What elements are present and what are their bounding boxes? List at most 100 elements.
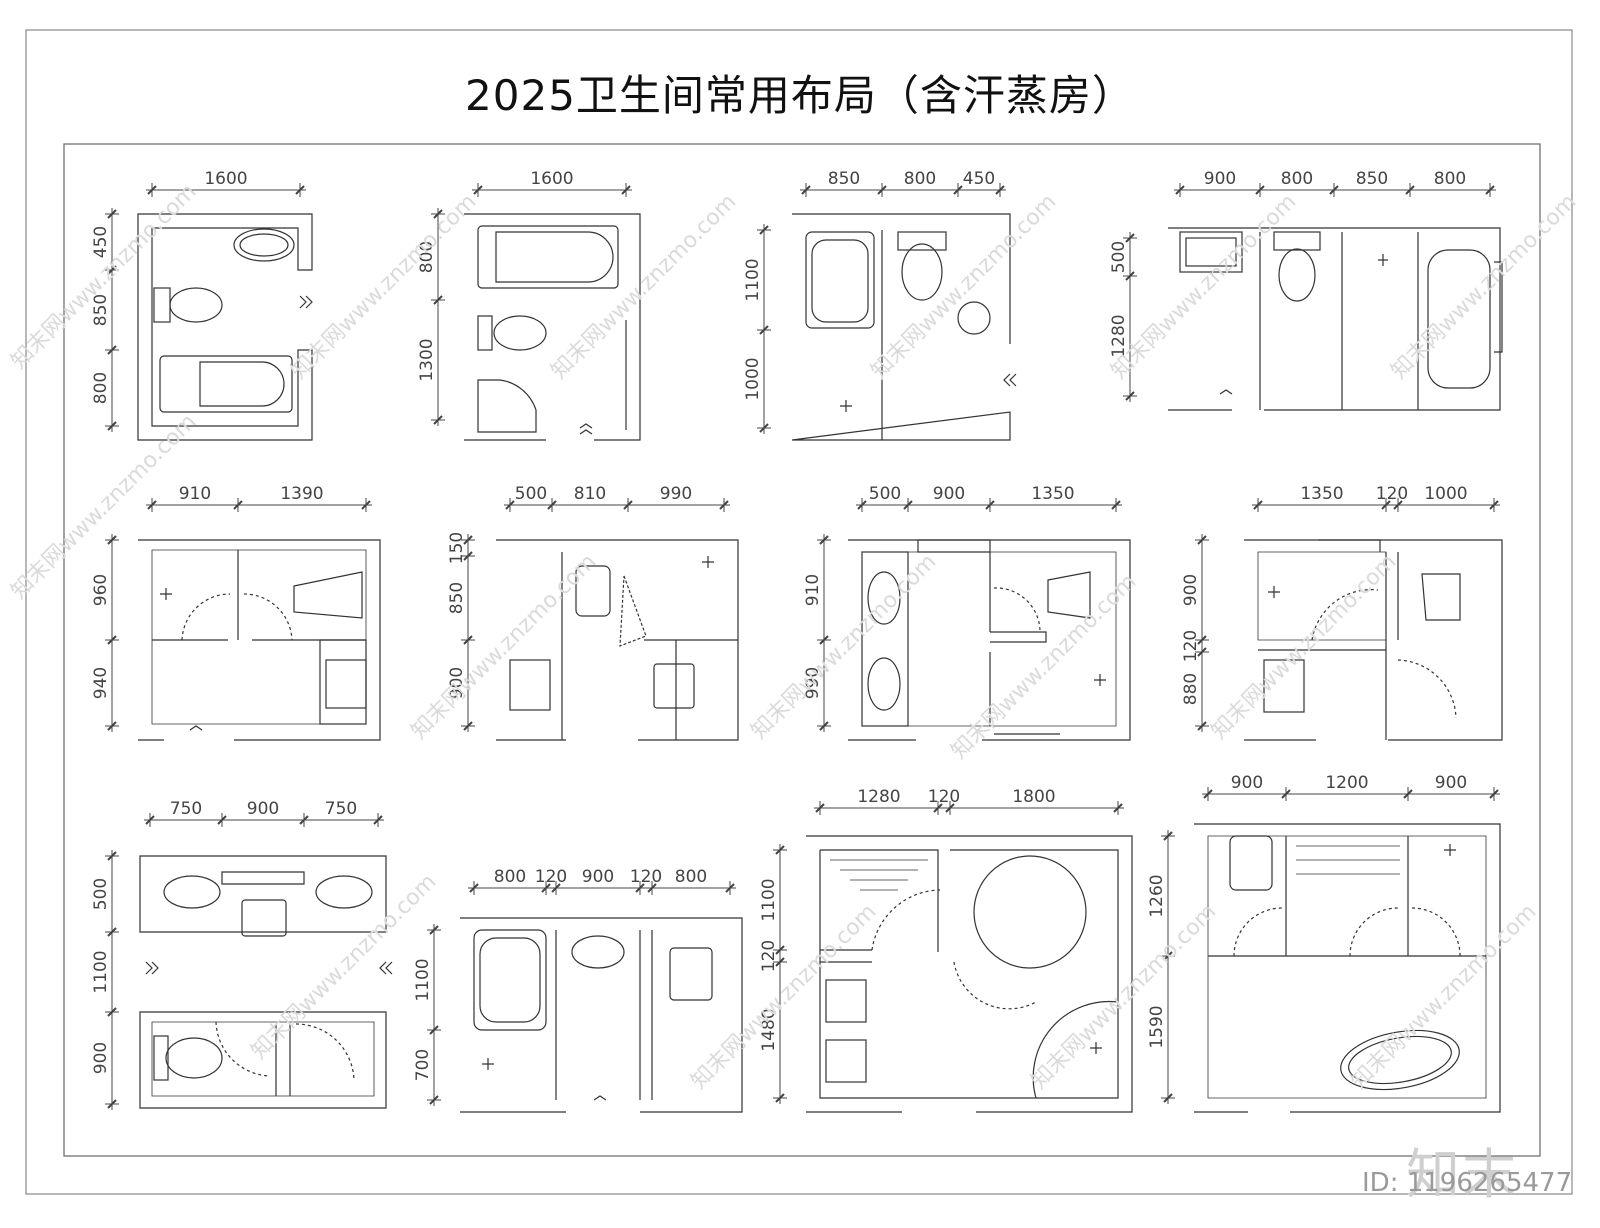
watermark-text: 知末网www.znzmo.com: [7, 179, 202, 374]
dimension-tick: [1163, 1093, 1173, 1103]
dimension-tick: [819, 535, 829, 545]
shower-head-icon: [840, 400, 852, 412]
watermark-text: 知末网www.znzmo.com: [547, 189, 742, 384]
dimension-tick: [233, 500, 243, 510]
dimension-tick: [429, 1025, 439, 1035]
dimension-tick: [1113, 803, 1123, 813]
washbasin-icon: [1179, 231, 1243, 273]
dimension-tick: [985, 500, 995, 510]
brand-logo: 知末: [1406, 1143, 1518, 1206]
plan-9-layout: [139, 855, 393, 1109]
shower-head-icon: [1094, 674, 1106, 686]
dimension-tick: [647, 883, 657, 893]
toilet-icon: [1273, 231, 1321, 251]
dimension-tick: [1489, 789, 1499, 799]
plan-12-layout: [1194, 823, 1501, 1113]
dimension-tick: [1111, 500, 1121, 510]
dimension-tick: [107, 851, 117, 861]
dimension-tick: [469, 883, 479, 893]
dimension-tick: [1197, 647, 1207, 657]
dimension-label: 800: [904, 169, 936, 189]
washbasin-icon: [825, 1039, 867, 1083]
washbasin-icon: [1263, 659, 1305, 713]
dimension-tick: [1203, 789, 1213, 799]
dimension-label: 120: [630, 867, 662, 887]
washbasin-icon: [509, 659, 551, 711]
dimension-label: 940: [91, 667, 111, 699]
dimension-label: 850: [447, 582, 467, 614]
dimension-tick: [877, 185, 887, 195]
dimension-label: 120: [535, 867, 567, 887]
dimension-label: 850: [1356, 169, 1388, 189]
dimension-tick: [361, 500, 371, 510]
dimension-tick: [107, 265, 117, 275]
dimension-tick: [801, 185, 811, 195]
bathtub-icon: [159, 355, 293, 413]
dimension-tick: [295, 185, 305, 195]
dimension-label: 1100: [759, 878, 779, 921]
dimension-label: 900: [1181, 574, 1201, 606]
dimension-label: 1000: [743, 357, 763, 400]
dimension-label: 1390: [280, 484, 323, 504]
dimension-tick: [551, 883, 561, 893]
shower-head-icon: [702, 556, 714, 568]
dimension-label: 1000: [1424, 484, 1467, 504]
dimension-tick: [635, 883, 645, 893]
dimension-tick: [373, 815, 383, 825]
dimension-label: 800: [1434, 169, 1466, 189]
plan-2-layout: [464, 213, 641, 441]
dimension-label: 500: [1109, 241, 1129, 273]
plan-3-layout: [791, 213, 1017, 441]
dimension-tick: [107, 345, 117, 355]
dimension-label: 120: [1181, 630, 1201, 662]
plan-10-layout: [460, 917, 743, 1113]
dimension-tick: [815, 803, 825, 813]
dimension-tick: [1403, 789, 1413, 799]
dimension-tick: [107, 535, 117, 545]
dimension-tick: [463, 721, 473, 731]
dimension-tick: [433, 295, 443, 305]
dimension-label: 900: [1435, 773, 1467, 793]
dimension-label: 900: [582, 867, 614, 887]
dimension-tick: [463, 551, 473, 561]
dimension-tick: [903, 500, 913, 510]
plan-6-layout: [496, 539, 739, 741]
toilet-icon: [669, 947, 713, 1001]
dimension-label: 1100: [413, 958, 433, 1001]
dimension-tick: [473, 185, 483, 195]
toilet-icon: [293, 571, 363, 619]
dimension-tick: [107, 635, 117, 645]
dimension-tick: [1163, 831, 1173, 841]
dimension-tick: [1197, 535, 1207, 545]
dimension-tick: [1381, 500, 1391, 510]
toilet-icon: [1047, 571, 1091, 619]
dimension-label: 900: [1204, 169, 1236, 189]
dimension-label: 750: [325, 799, 357, 819]
page-title: 2025卫生间常用布局（含汗蒸房）: [465, 71, 1135, 120]
watermark-text: 知末网www.znzmo.com: [747, 549, 942, 744]
round-hot-tub-icon: [973, 855, 1087, 969]
watermark-text: 知末网www.znzmo.com: [1387, 189, 1582, 384]
bathtub-icon: [473, 929, 547, 1031]
dimension-label: 1480: [759, 1008, 779, 1051]
watermark-text: 知末网www.znzmo.com: [287, 189, 482, 384]
dimension-label: 1600: [204, 169, 247, 189]
dimension-tick: [819, 721, 829, 731]
shower-head-icon: [1378, 254, 1388, 266]
dimension-tick: [1393, 500, 1403, 510]
dimension-label: 1200: [1325, 773, 1368, 793]
shower-head-icon: [1444, 844, 1456, 856]
dimension-tick: [107, 421, 117, 431]
dimension-tick: [433, 209, 443, 219]
dimension-tick: [1197, 721, 1207, 731]
dimension-label: 120: [1376, 484, 1408, 504]
dimension-label: 450: [91, 226, 111, 258]
dimension-tick: [505, 500, 515, 510]
washbasin-icon: [825, 979, 867, 1023]
dimension-tick: [107, 1007, 117, 1017]
dimension-tick: [1489, 500, 1499, 510]
dimension-tick: [147, 185, 157, 195]
